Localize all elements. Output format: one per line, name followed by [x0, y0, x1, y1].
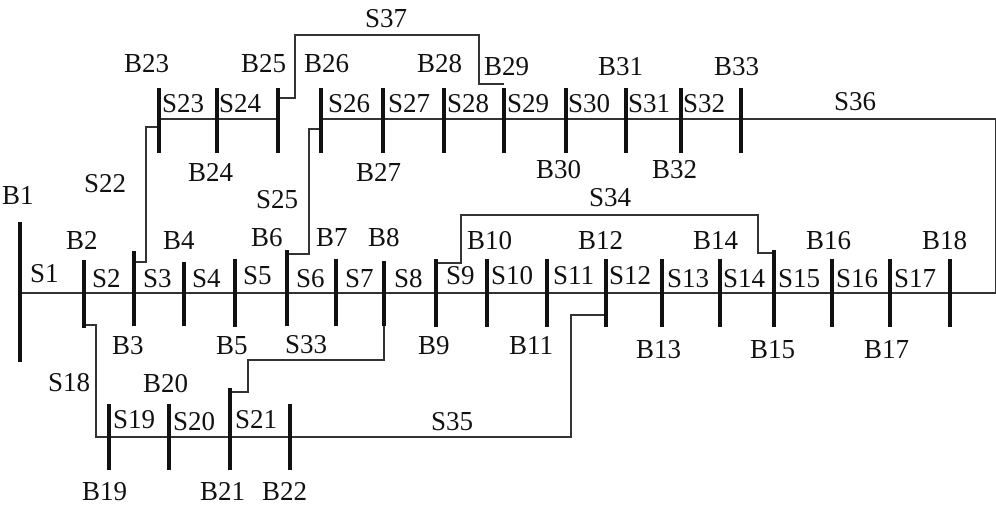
switch-label-s35: S35 — [431, 406, 473, 436]
bus-label-b15: B15 — [750, 334, 795, 364]
switch-label-s14: S14 — [723, 263, 766, 293]
tie-line-s33 — [232, 318, 385, 393]
switch-label-s4: S4 — [192, 263, 221, 293]
switch-label-s10: S10 — [491, 260, 533, 290]
switch-label-s29: S29 — [507, 88, 549, 118]
bus-label-b33: B33 — [714, 51, 759, 81]
switch-label-s13: S13 — [667, 263, 709, 293]
bus-label-b21: B21 — [200, 476, 245, 506]
bus-label-b18: B18 — [922, 225, 967, 255]
bus-label-b1: B1 — [2, 180, 34, 210]
lateral-b19-b22-line — [84, 324, 290, 438]
switch-label-s12: S12 — [609, 260, 651, 290]
switch-label-s31: S31 — [628, 88, 670, 118]
bus-label-b10: B10 — [467, 225, 512, 255]
bus-label-b11: B11 — [509, 330, 553, 360]
switch-label-s30: S30 — [568, 88, 610, 118]
switch-label-s33: S33 — [285, 329, 327, 359]
tie-line-s36 — [741, 118, 996, 294]
bus-label-b23: B23 — [124, 48, 169, 78]
switch-label-s8: S8 — [394, 263, 423, 293]
switch-label-s20: S20 — [173, 406, 215, 436]
bus-label-b4: B4 — [163, 225, 195, 255]
switch-label-s18: S18 — [48, 367, 90, 397]
bus-label-b32: B32 — [652, 154, 697, 184]
bus-label-b31: B31 — [598, 51, 643, 81]
switch-label-s21: S21 — [235, 404, 277, 434]
bus-label-b13: B13 — [636, 334, 681, 364]
bus-label-b25: B25 — [241, 48, 286, 78]
switch-label-s2: S2 — [92, 263, 121, 293]
bus-label-b16: B16 — [806, 225, 851, 255]
switch-label-s3: S3 — [143, 263, 172, 293]
switch-label-s25: S25 — [256, 184, 298, 214]
switch-label-s34: S34 — [589, 182, 632, 212]
bus-label-b20: B20 — [143, 368, 188, 398]
switch-label-s7: S7 — [345, 263, 374, 293]
switch-label-s5: S5 — [243, 260, 272, 290]
switch-label-s16: S16 — [836, 263, 878, 293]
switch-label-s17: S17 — [894, 263, 936, 293]
bus-label-b22: B22 — [262, 476, 307, 506]
switch-label-s6: S6 — [296, 263, 325, 293]
switch-label-s1: S1 — [30, 258, 59, 288]
bus-label-b7: B7 — [316, 222, 348, 252]
switch-label-s23: S23 — [162, 88, 204, 118]
switch-label-s11: S11 — [553, 260, 594, 290]
bus-label-b24: B24 — [188, 157, 234, 187]
switch-label-s28: S28 — [447, 88, 489, 118]
bus-label-b28: B28 — [417, 48, 462, 78]
switch-label-s32: S32 — [683, 88, 725, 118]
bus-label-b29: B29 — [484, 51, 529, 81]
bus-label-b27: B27 — [356, 157, 401, 187]
switch-label-s15: S15 — [778, 263, 820, 293]
tie-line-s34 — [436, 214, 774, 264]
tie-line-s37 — [278, 34, 504, 99]
switch-label-s26: S26 — [328, 88, 370, 118]
switch-label-s37: S37 — [365, 3, 407, 33]
bus-label-b6: B6 — [251, 222, 283, 252]
bus-label-b19: B19 — [82, 476, 127, 506]
tie-line-s35 — [290, 314, 606, 438]
switch-label-s27: S27 — [388, 88, 430, 118]
bus-label-b30: B30 — [536, 154, 581, 184]
switch-label-s9: S9 — [446, 260, 475, 290]
bus-label-b9: B9 — [418, 330, 450, 360]
switch-label-s19: S19 — [113, 404, 155, 434]
bus-label-b14: B14 — [693, 225, 739, 255]
lateral-b26-b33-line — [287, 118, 741, 255]
bus-label-b17: B17 — [864, 334, 909, 364]
bus-label-b2: B2 — [66, 225, 98, 255]
switch-label-s36: S36 — [834, 86, 876, 116]
bus-label-b3: B3 — [112, 330, 144, 360]
bus-label-b5: B5 — [216, 330, 248, 360]
bus-label-b12: B12 — [578, 225, 623, 255]
bus-label-b26: B26 — [304, 48, 349, 78]
switch-label-s22: S22 — [84, 168, 126, 198]
switch-label-s24: S24 — [219, 88, 262, 118]
bus-label-b8: B8 — [368, 222, 400, 252]
